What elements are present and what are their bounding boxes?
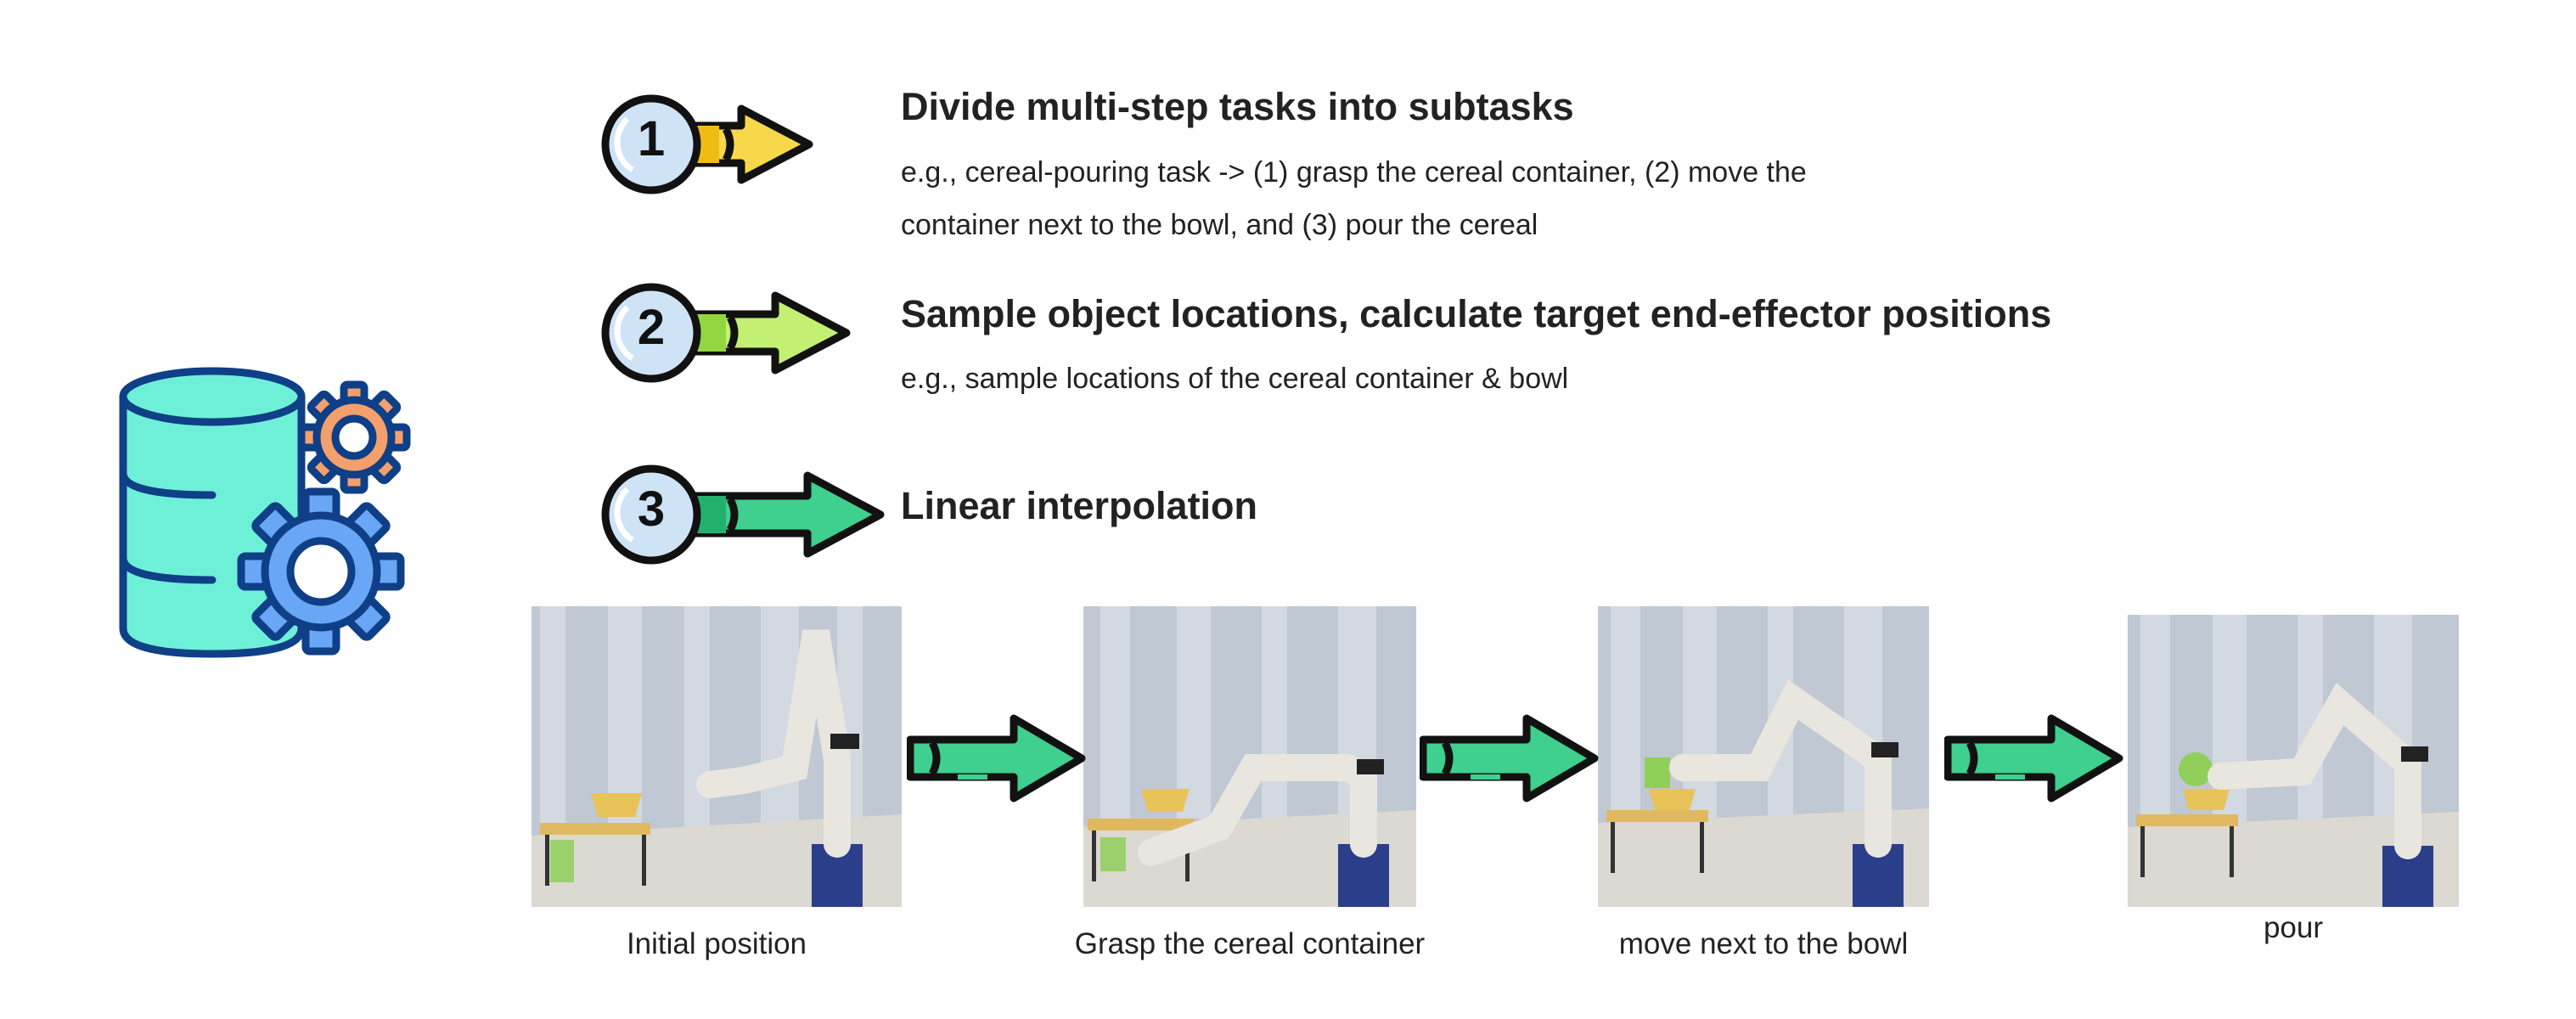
step-3-number: 3 — [637, 481, 666, 537]
step-3-badge-arrow-icon — [601, 464, 885, 565]
step-2-badge-arrow-icon — [601, 283, 851, 383]
step-3-title: Linear interpolation — [901, 484, 1258, 527]
caption-move-next-to-bowl: move next to the bowl — [1618, 927, 1909, 960]
caption-pour: pour — [2263, 911, 2324, 944]
caption-initial-position: Initial position — [626, 927, 807, 960]
step-2-description: e.g., sample locations of the cereal con… — [901, 363, 1569, 395]
photo-initial-position — [532, 606, 902, 907]
transition-arrow-2-icon — [1420, 714, 1599, 802]
database-settings-icon — [119, 367, 411, 658]
step-2-number: 2 — [637, 300, 666, 355]
photo-pour — [2128, 615, 2459, 907]
photo-grasp-cereal-container — [1083, 606, 1416, 907]
transition-arrow-3-icon — [1944, 714, 2123, 802]
caption-grasp-cereal-container: Grasp the cereal container — [1074, 927, 1426, 960]
step-1-description: e.g., cereal-pouring task -> (1) grasp t… — [901, 156, 1807, 241]
step-1-title: Divide multi-step tasks into subtasks — [901, 85, 1574, 128]
step-2-title: Sample object locations, calculate targe… — [901, 292, 2052, 335]
step-1-number: 1 — [637, 111, 666, 166]
step-1-badge-arrow-icon — [601, 94, 813, 194]
photo-move-next-to-bowl — [1598, 606, 1929, 907]
transition-arrow-1-icon — [907, 714, 1086, 802]
